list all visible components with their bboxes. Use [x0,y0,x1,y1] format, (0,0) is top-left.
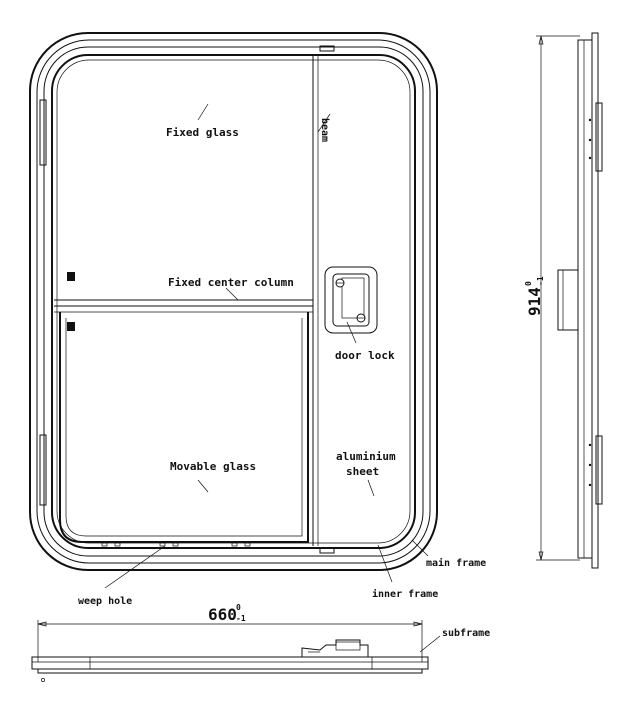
leader-center-column [225,287,239,301]
movable-glass-frame [59,312,309,543]
label-beam: beam [319,118,330,142]
side-lock [557,269,579,331]
marker-square-1 [67,272,75,281]
height-dim-tol-lower: -1 [536,276,545,286]
bottom-mark [319,547,335,554]
label-fixed-glass: Fixed glass [166,126,239,139]
side-profile-cap [591,32,599,569]
door-lock-recess [341,277,365,319]
bottom-view: 660 0 -1 subframe [31,603,490,682]
left-hinge-bottom [39,434,47,506]
side-profile-main [577,39,593,559]
width-dim-value: 660 [208,605,237,624]
main-frame-outer [29,32,438,571]
front-view: Fixed glass beam Fixed center column doo… [29,32,486,607]
movable-glass-frame-inner [65,318,303,537]
left-hinge-top [39,99,47,166]
label-fixed-center-column: Fixed center column [168,276,294,289]
side-hinge-bottom [595,435,603,505]
bottom-lock-handle [301,639,369,658]
label-main-frame: main frame [426,557,486,569]
label-door-lock: door lock [335,349,395,362]
leader-inner-frame [377,544,393,583]
leader-subframe [419,635,441,653]
door-lock-inner [332,273,370,327]
leader-beam [317,113,331,133]
leader-weep-hole [104,545,166,589]
label-inner-frame: inner frame [372,588,438,600]
weep-holes [101,542,251,547]
bottom-profile-base [37,668,423,674]
main-frame-inner-edge [36,39,431,564]
label-movable-glass: Movable glass [170,460,256,473]
label-aluminium: aluminium [336,450,396,463]
leader-main-frame [411,539,429,557]
side-dots [588,118,592,487]
label-weep-hole: weep hole [78,596,132,607]
leader-door-lock [346,321,357,344]
bottom-small-mark [41,678,45,682]
label-sheet: sheet [346,465,379,478]
marker-square-2 [67,322,75,331]
inner-frame-inner [51,54,416,549]
inner-frame-outer [43,46,424,557]
height-dim-tol-upper: 0 [524,281,533,286]
bottom-profile-main [31,656,429,670]
width-dim-tol-upper: 0 [236,603,241,612]
leader-aluminium [367,479,375,497]
top-mark [319,45,335,52]
height-dim-value: 914 [525,287,544,316]
label-subframe: subframe [442,628,490,639]
width-dim-tol-lower: -1 [236,614,246,623]
door-lock-body [324,266,378,334]
side-view: 914 0 -1 [524,32,603,569]
side-hinge-top [595,102,603,172]
leader-movable-glass [197,479,209,493]
leader-fixed-glass [197,103,209,121]
height-dimension: 914 0 -1 [524,276,545,316]
